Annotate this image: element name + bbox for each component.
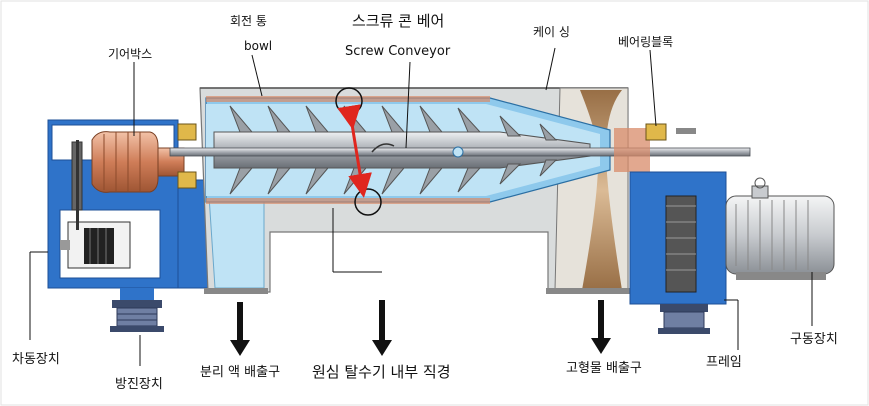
screw-label-en: Screw Conveyor [345, 44, 451, 59]
anti-vibration-mount [110, 288, 164, 332]
bowl-label-ko: 회전 통 [230, 14, 267, 28]
leader-lines [29, 47, 813, 366]
main-drive-label: 구동장치 [790, 332, 838, 347]
solid-outlet-arrow [598, 300, 604, 340]
belt-pulley [71, 140, 83, 230]
gearbox-label: 기어박스 [108, 47, 153, 61]
screw-label-ko: 스크류 콘 베어 [352, 12, 445, 30]
diameter-arrow [379, 300, 385, 342]
inner-diameter-indicator [335, 87, 382, 216]
solid-outlet-label: 고형물 배출구 [566, 361, 642, 376]
liquid-outlet-arrow [237, 302, 243, 342]
anti-vibration-label: 방진장치 [115, 377, 163, 392]
left-bearing-bottom [177, 171, 197, 189]
right-bearing-top [645, 123, 667, 141]
anti-vibration-mount-right [658, 304, 710, 334]
discharge-arrows [230, 300, 611, 356]
bowl-label-en: bowl [244, 39, 273, 53]
screw-conveyor [169, 105, 751, 195]
main-drive-motor [725, 177, 835, 280]
solid-outlet-arrowhead [591, 338, 611, 354]
back-drive-motor [60, 221, 131, 269]
frame-label: 프레임 [706, 355, 742, 370]
liquid-outlet-arrowhead [230, 340, 250, 356]
left-bearing-top [177, 123, 197, 141]
right-frame [629, 171, 727, 305]
liquid-outlet-label: 분리 액 배출구 [200, 365, 281, 380]
inner-diameter-label: 원심 탈수기 내부 직경 [312, 363, 451, 381]
back-drive-label: 차동장치 [12, 352, 60, 367]
casing-label: 케이 싱 [533, 25, 570, 39]
diameter-arrowhead [372, 340, 392, 356]
bearing-block-label: 베어링블록 [618, 35, 674, 49]
bearing-block-bolt [676, 128, 696, 134]
right-hub [614, 128, 650, 172]
